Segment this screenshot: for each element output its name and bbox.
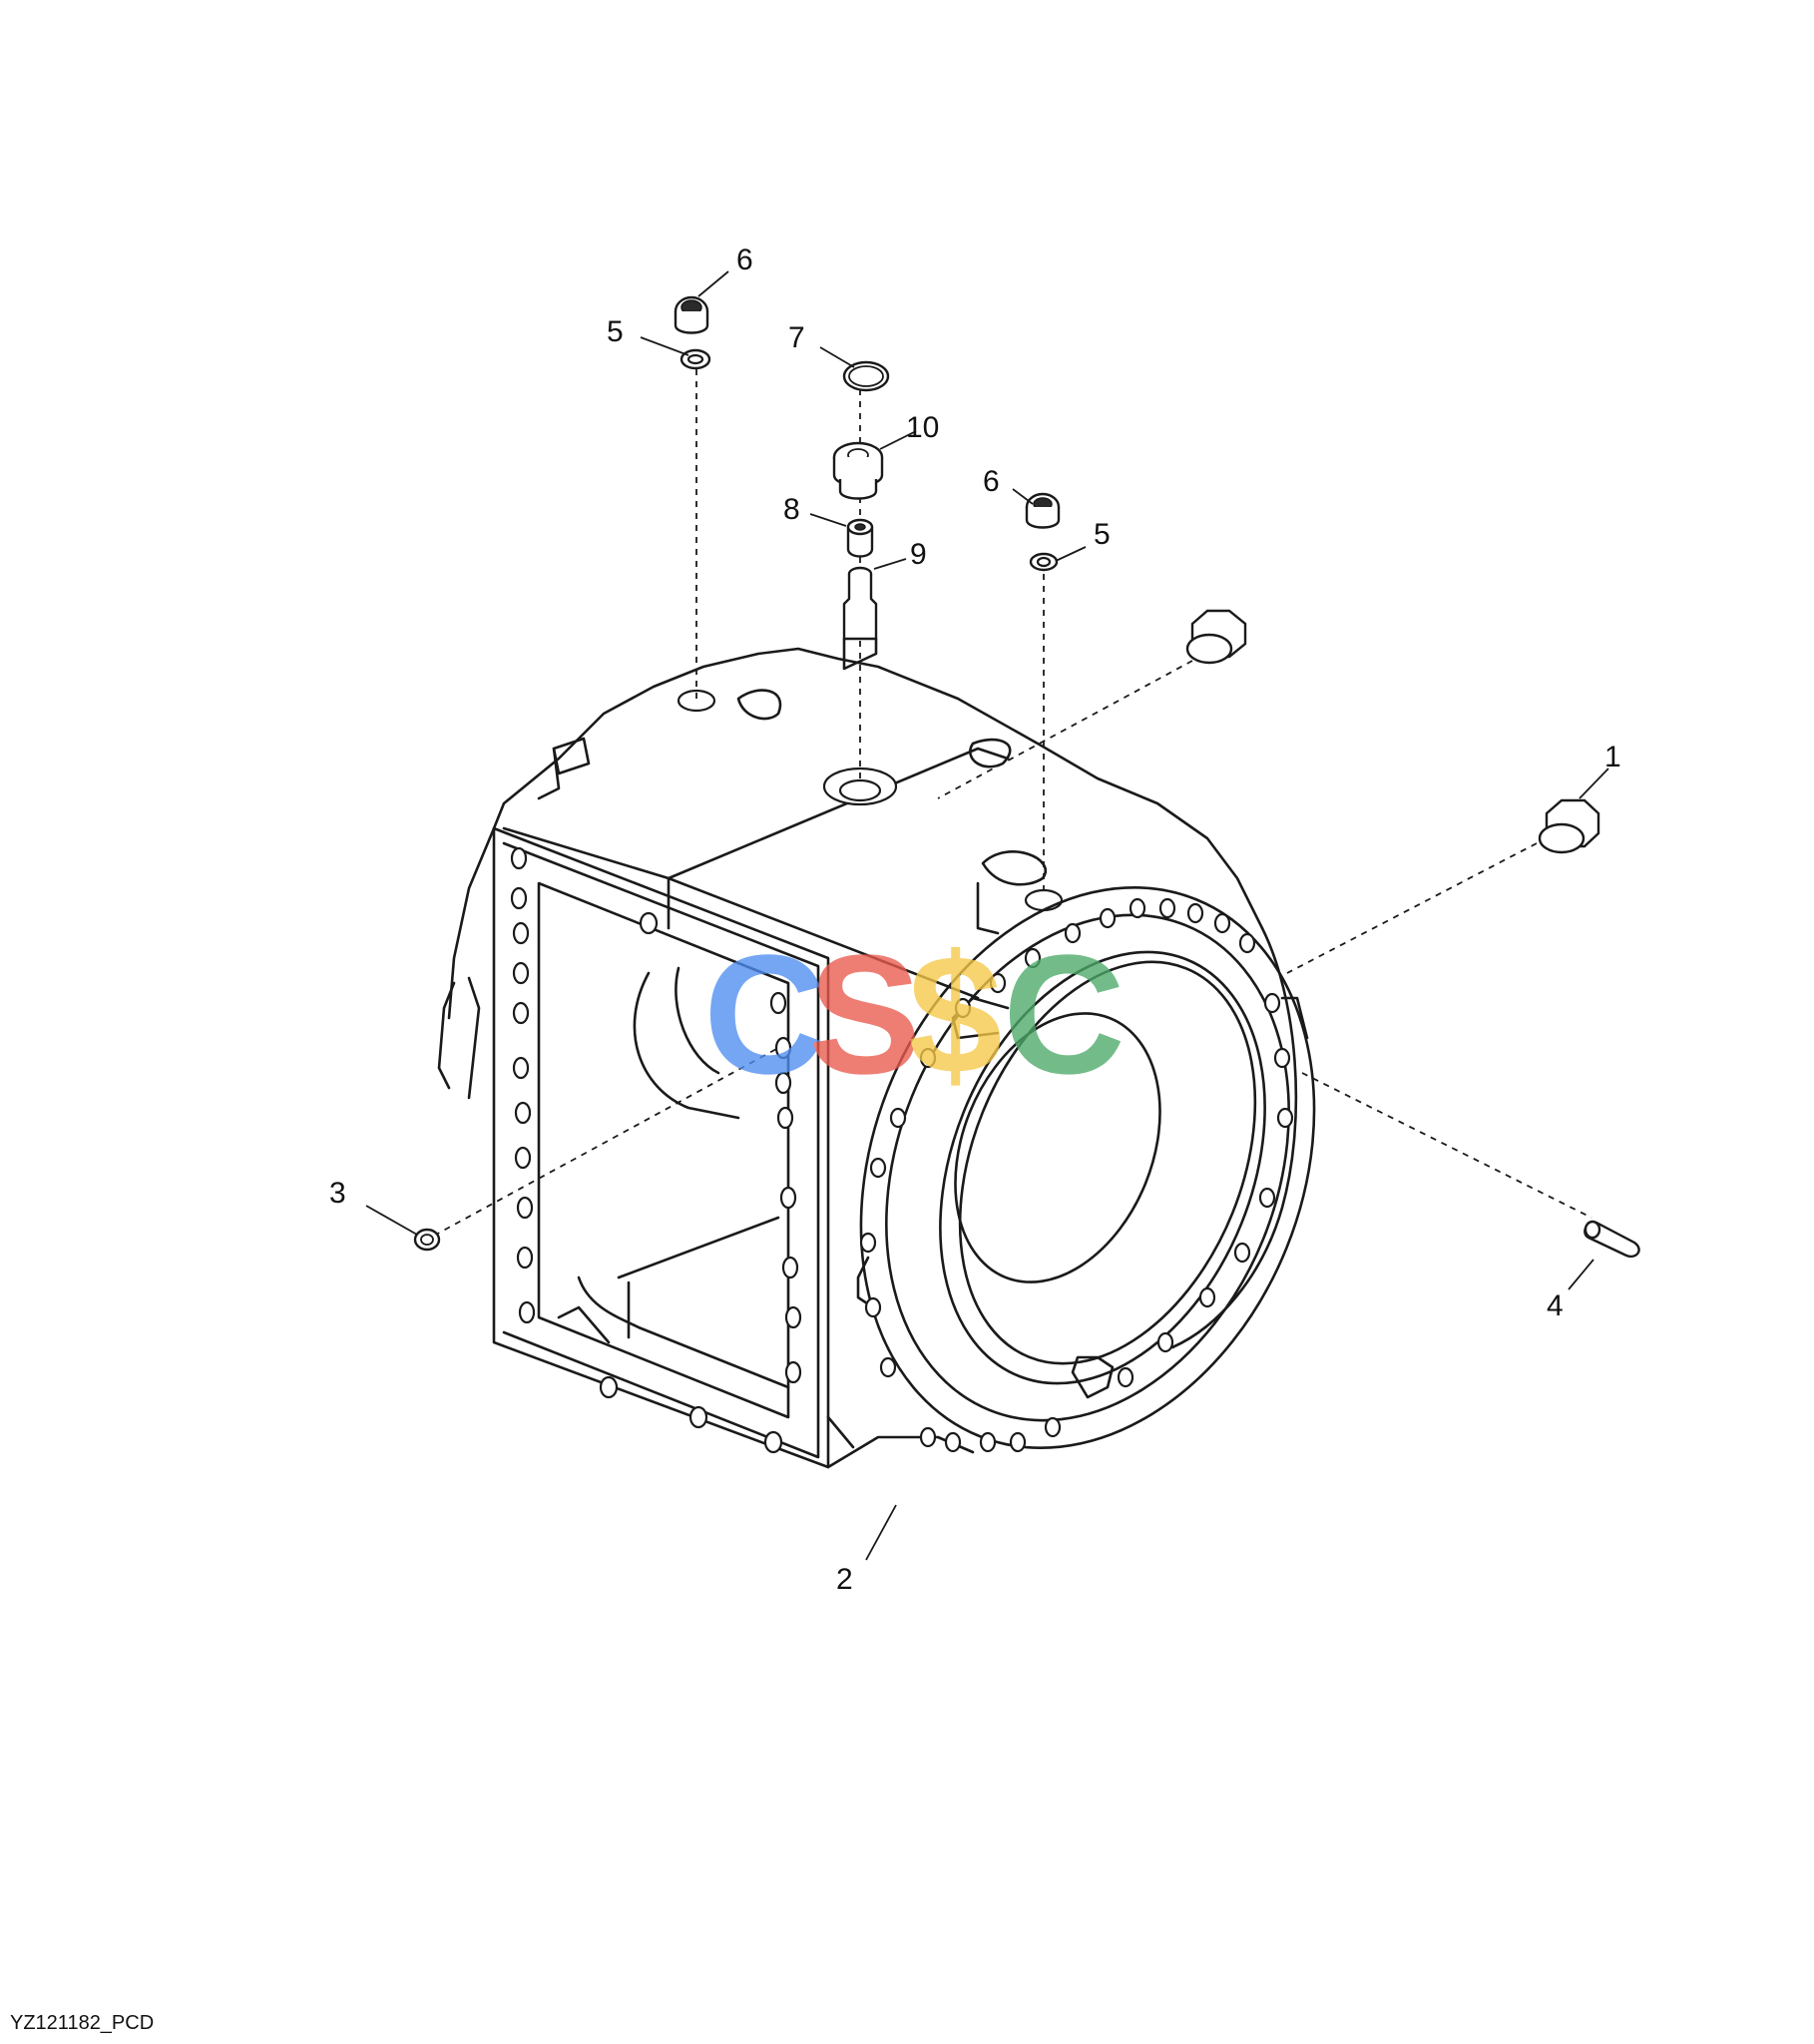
part-10-plug [832,441,884,500]
part-6-nut-right [1025,492,1061,529]
callout-1: 1 [1604,741,1621,773]
callout-6-left: 6 [736,244,753,276]
part-8-bushing [846,518,874,558]
callout-3: 3 [329,1177,346,1210]
part-3-o-ring [413,1228,441,1252]
callout-9: 9 [910,538,927,571]
callout-4: 4 [1547,1289,1564,1322]
callout-5-left: 5 [607,315,624,348]
callout-8: 8 [783,493,800,526]
assembly-lines [433,369,1592,1237]
watermark-letter-c1: C [703,920,826,1110]
part-9-pin [842,566,878,671]
watermark-letter-c2: C [1003,920,1126,1110]
part-4-dowel-pin [1584,1220,1640,1259]
leader-lines [365,270,1609,1561]
callout-6-right: 6 [983,465,1000,498]
transmission-housing [437,647,1316,1469]
callout-7: 7 [788,321,805,354]
callout-2: 2 [836,1563,853,1596]
part-1-plug-upper [1185,609,1247,665]
watermark-letter-dollar: $ [908,920,1003,1110]
figure-reference-code: YZ121182_PCD [10,2012,155,2034]
callout-labels: 6 5 7 10 8 9 6 5 1 4 3 2 [329,244,1621,1596]
part-7-seal-ring [842,360,890,392]
flange-bolt-holes [859,897,1294,1453]
part-6-nut-left [674,295,709,334]
frame-bolt-holes [510,846,802,1454]
callout-10: 10 [906,411,939,444]
part-5-washer-left [680,348,711,370]
watermark-letter-s: S [808,920,921,1110]
part-1-plug [1538,798,1600,854]
callout-5-right: 5 [1094,518,1111,551]
part-5-washer-right [1029,552,1059,572]
watermark-logo: C S $ C [703,920,1126,1110]
